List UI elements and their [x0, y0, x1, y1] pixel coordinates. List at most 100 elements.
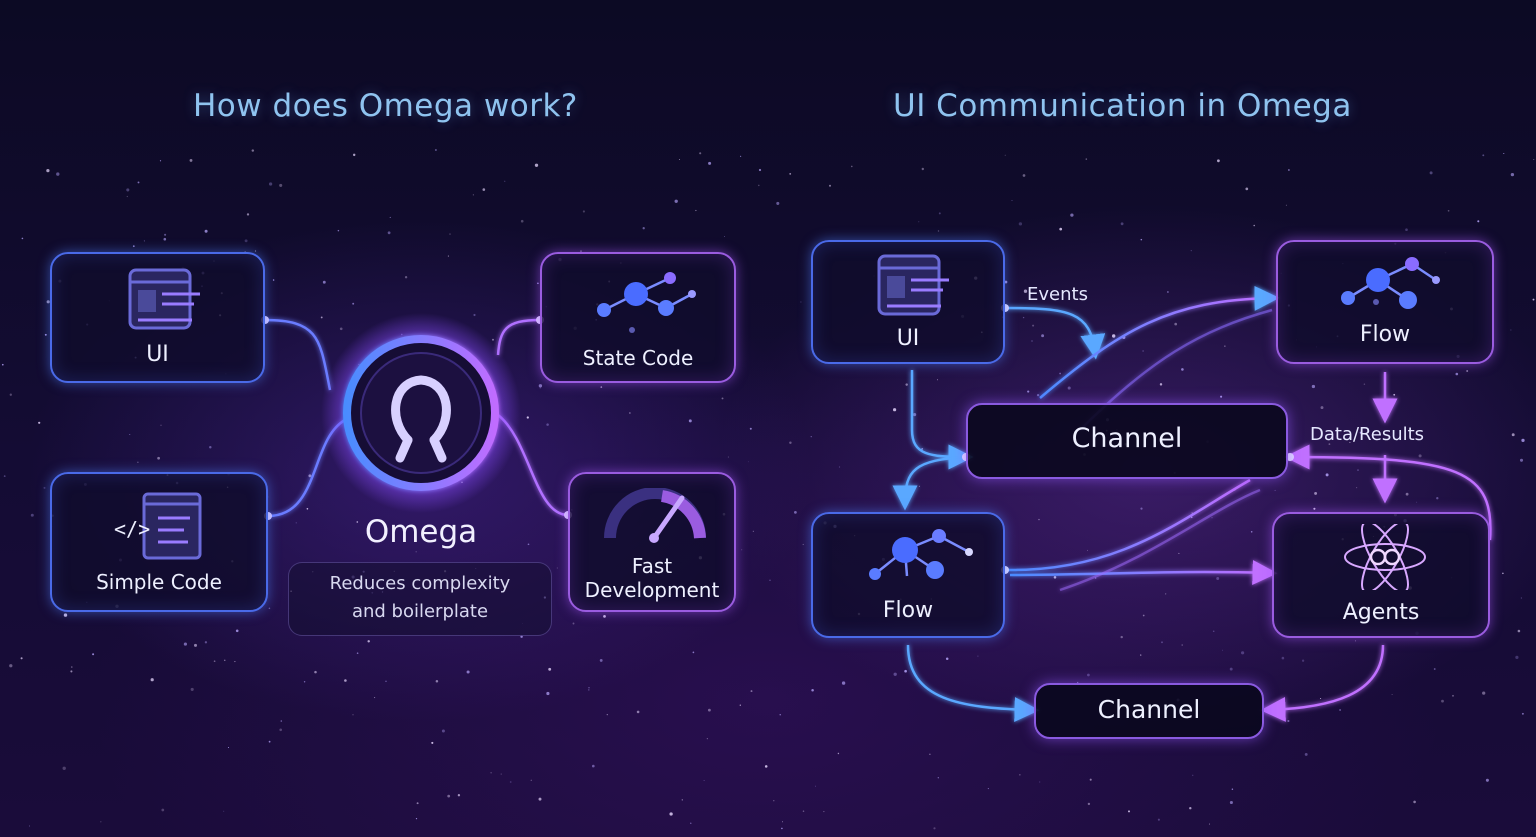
- star: [279, 183, 283, 187]
- star: [1313, 507, 1316, 510]
- star: [9, 393, 12, 396]
- star: [1441, 699, 1444, 703]
- star: [490, 772, 492, 774]
- star: [1142, 614, 1145, 617]
- left-node-fast-label-2: Development: [584, 578, 720, 602]
- star: [137, 461, 139, 463]
- star: [678, 159, 680, 160]
- right-channel-bottom[interactable]: Channel: [1034, 683, 1264, 739]
- star: [933, 827, 936, 830]
- star: [63, 613, 68, 617]
- star: [739, 704, 741, 706]
- star: [987, 788, 989, 790]
- star: [1393, 393, 1396, 396]
- omega-caption-box: Reduces complexity and boilerplate: [288, 562, 552, 636]
- star: [1018, 222, 1023, 226]
- star: [1161, 641, 1163, 644]
- star: [163, 237, 167, 241]
- star: [929, 753, 931, 755]
- right-node-agents[interactable]: Agents: [1272, 512, 1490, 638]
- star: [1174, 322, 1178, 326]
- star: [781, 827, 783, 830]
- star: [38, 421, 41, 424]
- star: [749, 427, 752, 430]
- graph-nodes-icon: [597, 272, 696, 333]
- right-node-ui[interactable]: UI: [811, 240, 1005, 364]
- star: [1053, 576, 1057, 579]
- star: [629, 412, 631, 414]
- star: [721, 397, 724, 400]
- star: [254, 250, 257, 252]
- window-icon: [877, 254, 949, 316]
- star: [367, 640, 370, 643]
- left-node-state-code[interactable]: State Code: [540, 252, 736, 383]
- star: [815, 785, 816, 787]
- star: [1192, 774, 1194, 776]
- star: [674, 199, 678, 203]
- star: [837, 752, 840, 755]
- star: [204, 641, 208, 644]
- star: [526, 416, 529, 419]
- star: [534, 163, 539, 167]
- star: [769, 579, 771, 581]
- star: [1274, 489, 1276, 491]
- star: [415, 551, 417, 553]
- star: [764, 765, 768, 768]
- left-node-fast-development[interactable]: Fast Development: [568, 472, 736, 612]
- star: [387, 231, 391, 235]
- star: [473, 313, 476, 317]
- star: [699, 152, 702, 155]
- star: [339, 327, 343, 331]
- right-node-flow-bottom[interactable]: Flow: [811, 512, 1005, 638]
- star: [56, 172, 60, 176]
- star: [1059, 372, 1061, 375]
- connector-agents-channel: [1284, 444, 1492, 541]
- star: [747, 461, 749, 463]
- star: [1521, 712, 1524, 715]
- right-channel-center[interactable]: Channel: [966, 403, 1288, 479]
- star: [1222, 649, 1223, 651]
- star: [707, 708, 711, 712]
- star: [280, 720, 283, 722]
- star: [1452, 694, 1454, 697]
- star: [1181, 368, 1184, 371]
- star: [344, 679, 347, 682]
- star: [537, 282, 539, 285]
- star: [279, 728, 283, 732]
- right-node-flow-top[interactable]: Flow: [1276, 240, 1494, 364]
- left-node-ui[interactable]: UI: [50, 252, 265, 383]
- star: [44, 333, 47, 336]
- star: [599, 658, 603, 662]
- star: [810, 436, 812, 438]
- left-node-simple-code[interactable]: </> Simple Code: [50, 472, 268, 612]
- star: [904, 669, 907, 673]
- star: [781, 821, 783, 823]
- star: [1070, 213, 1074, 217]
- star: [337, 229, 340, 232]
- star: [1455, 372, 1459, 376]
- star: [306, 507, 309, 510]
- star: [724, 236, 725, 237]
- star: [1189, 807, 1192, 810]
- star: [1482, 154, 1485, 157]
- star: [1032, 324, 1035, 327]
- star: [838, 466, 841, 468]
- star: [504, 180, 506, 182]
- star: [1363, 383, 1366, 385]
- star: [758, 184, 760, 187]
- star: [1208, 823, 1211, 825]
- star: [977, 655, 979, 657]
- star: [234, 661, 236, 663]
- star: [1241, 651, 1245, 655]
- star: [1224, 345, 1226, 347]
- star: [1159, 383, 1163, 386]
- star: [905, 383, 908, 386]
- star: [320, 316, 323, 319]
- star: [572, 622, 575, 625]
- star: [1521, 438, 1525, 443]
- star: [1190, 249, 1192, 252]
- star: [1517, 629, 1521, 633]
- star: [1253, 224, 1255, 227]
- star: [1314, 491, 1318, 495]
- star: [374, 697, 376, 699]
